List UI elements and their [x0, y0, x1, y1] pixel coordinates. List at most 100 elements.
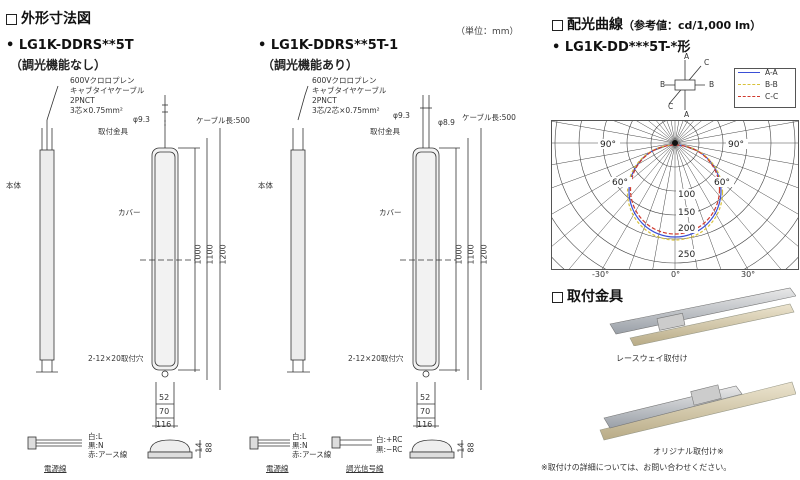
left-dim-70: 70: [159, 407, 170, 416]
left-dim-1200: 1200: [218, 244, 228, 265]
grid-radial: [674, 142, 798, 215]
label-bg: [610, 177, 632, 187]
left-body-label: 本体: [6, 181, 21, 190]
left-cover-label: カバー: [118, 208, 141, 217]
wire-label: 赤:アース線: [88, 450, 128, 459]
cable-line: 600Vクロロプレン: [312, 76, 377, 85]
right-dim-1000: 1000: [454, 244, 464, 265]
grid-radial: [674, 121, 737, 144]
right-signal-legend: 白:+RC 黒:−RC: [376, 435, 402, 455]
left-holes-label: 2-12×20取付穴: [88, 354, 144, 363]
wire-label: 白:L: [292, 432, 307, 441]
right-power-label: 電源線: [266, 464, 289, 473]
grid-radial: [674, 142, 798, 247]
bottom-label-left: -30°: [592, 270, 610, 279]
light-heading: 配光曲線（参考値：cd/1,000 lm）: [552, 14, 761, 34]
mount-title: 取付金具: [567, 289, 623, 305]
light-model: • LG1K-DD***5T-*形: [552, 40, 691, 55]
radial-label: 90°: [600, 140, 616, 150]
radial-label: 60°: [714, 178, 730, 188]
axis-letter-b-right: B: [709, 80, 715, 89]
axis-symbol: [665, 60, 705, 110]
left-side-view: [36, 85, 59, 373]
left-power-wires: [27, 436, 82, 450]
right-dim-88: 88: [466, 442, 476, 453]
grid-radial: [652, 142, 676, 269]
axis-letter-b-left: B: [660, 80, 666, 89]
cable-line: 3芯/2芯×0.75mm²: [312, 106, 380, 115]
right-dim-1200: 1200: [479, 244, 489, 265]
cable-line: 2PNCT: [312, 96, 337, 105]
section-box-icon: [552, 19, 563, 31]
light-title: 配光曲線: [567, 17, 623, 33]
section-box-icon: [552, 291, 563, 303]
dimension-drawings: [27, 85, 482, 459]
grid-radial: [674, 142, 782, 269]
grid-radial: [674, 142, 749, 269]
grid-radial: [568, 142, 676, 269]
right-phi2-label: φ8.9: [438, 118, 455, 127]
label-bg: [598, 139, 620, 149]
section-box-icon: [6, 13, 17, 25]
radial-label: 100: [678, 190, 695, 200]
unit-note: （単位：mm）: [456, 27, 519, 37]
radial-label: 60°: [612, 178, 628, 188]
grid-radial: [666, 121, 676, 144]
right-bracket-label: 取付金具: [370, 127, 400, 136]
dimensions-heading: 外形寸法図: [6, 8, 91, 28]
right-signal-wires: [331, 436, 372, 449]
bottom-label-right: 30°: [741, 270, 756, 279]
dimensions-title: 外形寸法図: [21, 11, 91, 27]
cable-line: キャブタイヤケーブル: [70, 86, 145, 95]
left-cable-length: ケーブル長:500: [196, 116, 250, 125]
left-dim-14: 14: [194, 442, 204, 453]
grid-radial: [674, 142, 798, 189]
left-cable-spec: 600Vクロロプレン キャブタイヤケーブル 2PNCT 3芯×0.75mm²: [70, 76, 144, 116]
left-bracket-label: 取付金具: [98, 127, 128, 136]
right-holes-label: 2-12×20取付穴: [348, 354, 404, 363]
left-phi-label: φ9.3: [133, 115, 150, 124]
right-dim-70: 70: [420, 407, 431, 416]
mount-heading: 取付金具: [552, 286, 623, 306]
light-title-note: （参考値：cd/1,000 lm）: [623, 19, 762, 32]
grid-radial: [674, 121, 798, 144]
cable-line: 600Vクロロプレン: [70, 76, 135, 85]
distribution-curve: [629, 144, 721, 235]
grid-radial: [552, 121, 676, 144]
axis-letter-c-bottom: C: [668, 102, 674, 111]
cable-line: 2PNCT: [70, 96, 95, 105]
mount-footnote: ※取付けの詳細については、お問い合わせください。: [541, 463, 732, 472]
label-bg: [676, 249, 698, 259]
axis-letter-a-bottom: A: [684, 110, 690, 119]
legend-box: A-A B-B C-C: [734, 68, 796, 108]
right-dim-116: 116: [417, 420, 433, 429]
label-bg: [676, 189, 698, 199]
left-dim-1100: 1100: [205, 244, 215, 265]
left-dim-116: 116: [156, 420, 172, 429]
right-model: • LG1K-DDRS**5T-1: [258, 38, 399, 53]
original-caption: オリジナル取付け※: [653, 447, 724, 456]
distribution-curve: [626, 144, 724, 241]
left-variant: （調光機能なし）: [10, 58, 107, 72]
left-end-view: [147, 439, 201, 459]
raceway-mount-image: [609, 287, 796, 346]
radial-label: 250: [678, 250, 695, 260]
wire-label: 赤:アース線: [292, 450, 332, 459]
left-dim-1000: 1000: [193, 244, 203, 265]
right-side-view: [287, 85, 310, 373]
legend-swatch-aa: [738, 72, 760, 73]
right-variant: （調光機能あり）: [262, 58, 359, 72]
right-body-label: 本体: [258, 181, 273, 190]
left-wire-legend: 白:L 黒:N 赤:アース線: [88, 432, 127, 459]
axis-letter-a-top: A: [684, 52, 690, 61]
radial-label: 200: [678, 224, 695, 234]
grid-radial: [552, 142, 676, 247]
right-dim-1100: 1100: [466, 244, 476, 265]
grid-radial: [601, 142, 676, 269]
original-mount-image: [599, 381, 796, 441]
label-bg: [676, 223, 698, 233]
signal-wire-label: 白:+RC: [376, 435, 403, 444]
grid-radial: [674, 142, 798, 165]
grid-radial: [628, 142, 676, 269]
